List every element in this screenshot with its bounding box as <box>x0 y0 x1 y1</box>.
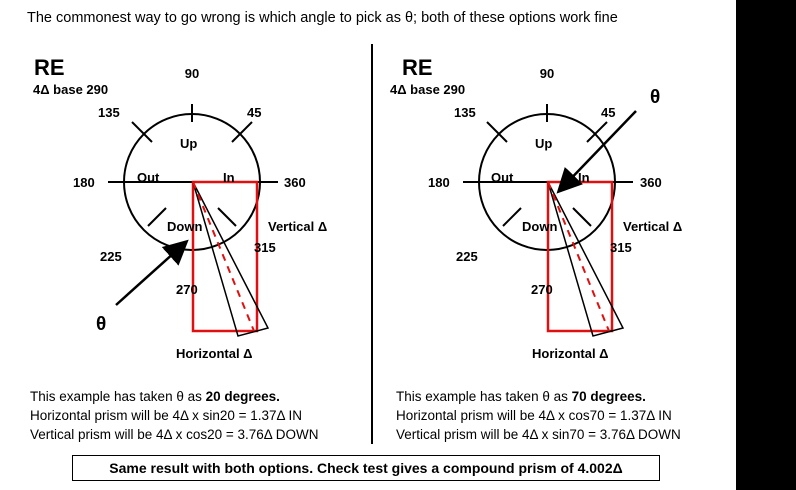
right-tick-315 <box>572 207 592 227</box>
left-explain-line1-text: This example has taken θ as <box>30 389 206 404</box>
right-tick-45 <box>586 121 608 143</box>
right-eye-label: RE <box>402 55 433 80</box>
left-prism-triangle <box>192 181 270 337</box>
left-deg-45: 45 <box>247 105 261 120</box>
right-deg-270: 270 <box>531 282 553 297</box>
right-deg-135: 135 <box>454 105 476 120</box>
left-tick-225 <box>147 207 167 227</box>
left-down-label: Down <box>167 219 202 234</box>
right-explanation: This example has taken θ as 70 degrees. … <box>396 387 681 444</box>
result-box: Same result with both options. Check tes… <box>72 455 660 481</box>
left-deg-225: 225 <box>100 249 122 264</box>
left-explain-line2: Horizontal prism will be 4Δ x sin20 = 1.… <box>30 408 303 423</box>
right-deg-225: 225 <box>456 249 478 264</box>
left-deg-90: 90 <box>185 66 199 81</box>
left-panel: RE 4Δ base 290 90 135 45 180 360 225 <box>33 55 327 361</box>
left-up-label: Up <box>180 136 197 151</box>
right-panel: RE 4Δ base 290 90 135 45 180 360 225 315… <box>390 55 682 361</box>
left-out-label: Out <box>137 170 160 185</box>
right-horizontal-label: Horizontal Δ <box>532 346 609 361</box>
left-explain-line3: Vertical prism will be 4Δ x cos20 = 3.76… <box>30 427 319 442</box>
right-deg-45: 45 <box>601 105 615 120</box>
right-vertical-label: Vertical Δ <box>623 219 682 234</box>
left-horizontal-label: Horizontal Δ <box>176 346 253 361</box>
left-deg-315: 315 <box>254 240 276 255</box>
top-caption: The commonest way to go wrong is which a… <box>27 10 618 26</box>
right-resultant-dashed <box>547 181 610 332</box>
right-down-label: Down <box>522 219 557 234</box>
left-explanation: This example has taken θ as 20 degrees. … <box>30 387 319 444</box>
left-deg-180: 180 <box>73 175 95 190</box>
diagram-canvas: RE 4Δ base 290 90 135 45 180 360 225 <box>33 55 682 361</box>
right-tick-135 <box>486 121 508 143</box>
left-prism-rectangle <box>191 180 259 333</box>
left-tick-315 <box>217 207 237 227</box>
left-deg-135: 135 <box>98 105 120 120</box>
right-up-label: Up <box>535 136 552 151</box>
right-explain-line1-angle: 70 degrees. <box>571 389 646 404</box>
right-explain-line3: Vertical prism will be 4Δ x sin70 = 3.76… <box>396 427 681 442</box>
left-resultant-dashed <box>192 181 255 332</box>
right-prism-rectangle <box>546 180 614 333</box>
left-base-label: 4Δ base 290 <box>33 82 108 97</box>
right-base-label: 4Δ base 290 <box>390 82 465 97</box>
right-in-label: In <box>578 170 590 185</box>
right-explain-line2: Horizontal prism will be 4Δ x cos70 = 1.… <box>396 408 672 423</box>
right-theta-arrow <box>556 110 637 194</box>
right-explain-line1: This example has taken θ as 70 degrees. <box>396 387 681 406</box>
left-theta-arrow <box>115 239 189 306</box>
right-prism-triangle <box>547 181 625 337</box>
panel-divider <box>371 44 373 444</box>
right-deg-315: 315 <box>610 240 632 255</box>
right-explain-line1-text: This example has taken θ as <box>396 389 572 404</box>
right-theta-label: θ <box>650 87 660 108</box>
right-tick-225 <box>502 207 522 227</box>
left-in-label: In <box>223 170 235 185</box>
left-eye-label: RE <box>34 55 65 80</box>
right-deg-90: 90 <box>540 66 554 81</box>
left-explain-line1: This example has taken θ as 20 degrees. <box>30 387 319 406</box>
left-vertical-label: Vertical Δ <box>268 219 327 234</box>
left-theta-label: θ <box>96 314 106 335</box>
left-deg-270: 270 <box>176 282 198 297</box>
left-deg-360: 360 <box>284 175 306 190</box>
slide: The commonest way to go wrong is which a… <box>0 0 736 490</box>
right-deg-180: 180 <box>428 175 450 190</box>
right-deg-360: 360 <box>640 175 662 190</box>
left-tick-135 <box>131 121 153 143</box>
left-explain-line1-angle: 20 degrees. <box>205 389 280 404</box>
right-out-label: Out <box>491 170 514 185</box>
left-tick-45 <box>231 121 253 143</box>
